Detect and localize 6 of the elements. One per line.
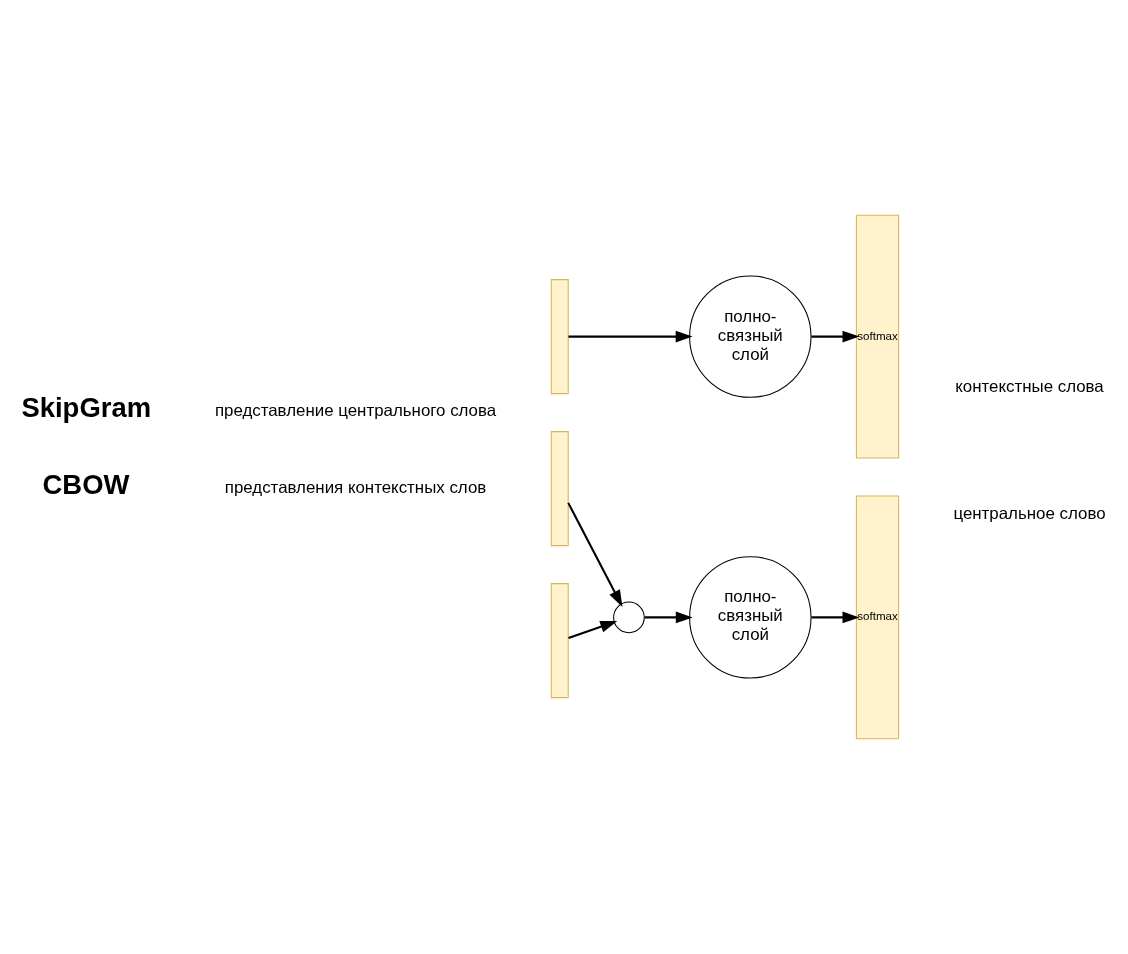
label: представление центрального слова [214, 400, 497, 420]
label: SkipGram [21, 392, 152, 424]
label: CBOW [42, 469, 130, 501]
label: центральное слово [953, 504, 1106, 524]
label: представления контекстных слов [224, 477, 487, 497]
label: контекстные слова [955, 377, 1104, 397]
